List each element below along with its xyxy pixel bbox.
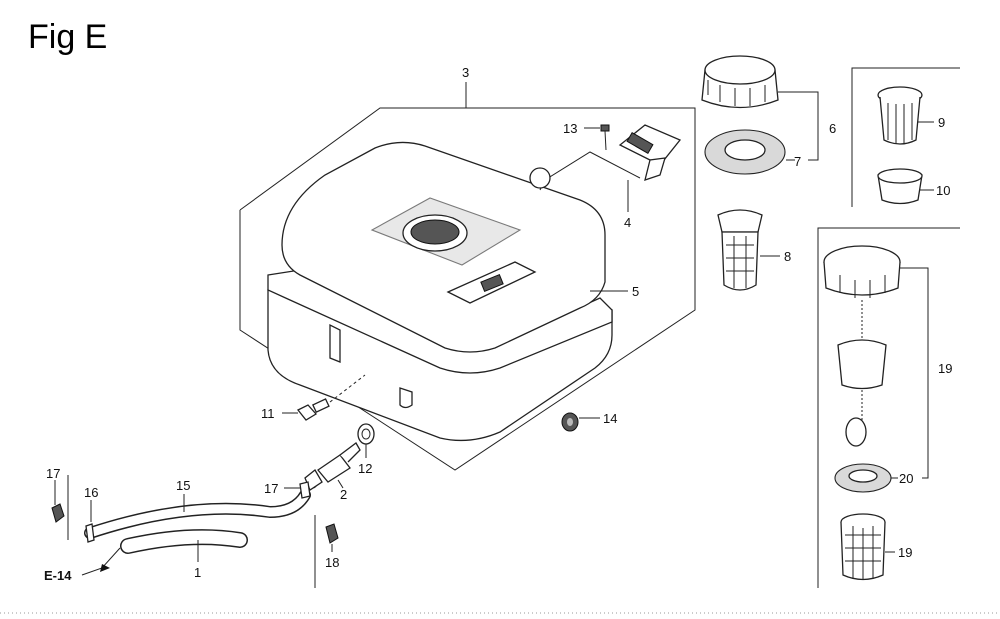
nut-14: [561, 412, 579, 432]
bracket-18: [900, 267, 929, 479]
callout-5: 5: [632, 284, 639, 299]
callout-16-left: 16: [84, 485, 98, 500]
clamp-17-right: [325, 523, 339, 544]
callout-9: 9: [938, 115, 945, 130]
washer-12: [357, 423, 375, 445]
fuel-tank: [267, 141, 613, 442]
callout-6: 6: [829, 121, 836, 136]
callout-16-right: 17: [264, 481, 278, 496]
fuel-tube-1: [120, 529, 248, 554]
callout-4: 4: [624, 215, 631, 230]
fuel-gauge: [529, 124, 682, 191]
strainer-10: [877, 168, 923, 205]
callout-12: 12: [358, 461, 372, 476]
strainer-19: [840, 513, 886, 581]
cap-gasket: [704, 129, 786, 175]
gasket-20: [834, 463, 892, 493]
leader-11-to-tank: [329, 374, 366, 403]
screw-13: [600, 124, 610, 151]
alt-box-top: [851, 67, 960, 207]
strainer-9: [877, 86, 923, 145]
callout-13: 13: [563, 121, 577, 136]
fuel-cock-2: [304, 442, 361, 491]
ref-arrow-head: [100, 564, 110, 572]
bracket-6-7: [778, 91, 819, 161]
callout-19: 19: [898, 545, 912, 560]
drain-bolt-11: [296, 398, 330, 421]
callout-10: 10: [936, 183, 950, 198]
callout-18: 19: [938, 361, 952, 376]
ref-e14: E-14: [44, 568, 72, 583]
callout-2: 2: [340, 487, 347, 502]
clamp-17-left: [51, 503, 65, 523]
callout-3: 3: [462, 65, 469, 80]
callout-1: 1: [194, 565, 201, 580]
tank-assembly-box: [239, 107, 696, 471]
alt-box-bottom: [817, 227, 960, 588]
fuel-tube-15: [84, 489, 311, 539]
callout-20: 20: [899, 471, 913, 486]
figure-title: Fig E: [28, 18, 107, 56]
fuel-cap: [701, 55, 779, 109]
callout-14: 14: [603, 411, 617, 426]
cap-assembly-18: [823, 245, 901, 447]
fuel-strainer: [717, 209, 763, 291]
callout-17-right: 18: [325, 555, 339, 570]
clip-16-right: [299, 481, 311, 499]
callout-11: 11: [261, 406, 275, 421]
callout-15: 15: [176, 478, 190, 493]
callout-17-left: 17: [46, 466, 60, 481]
callout-7: 7: [794, 154, 801, 169]
leader-2: [337, 479, 344, 489]
callout-8: 8: [784, 249, 791, 264]
clip-16-left: [85, 523, 95, 543]
